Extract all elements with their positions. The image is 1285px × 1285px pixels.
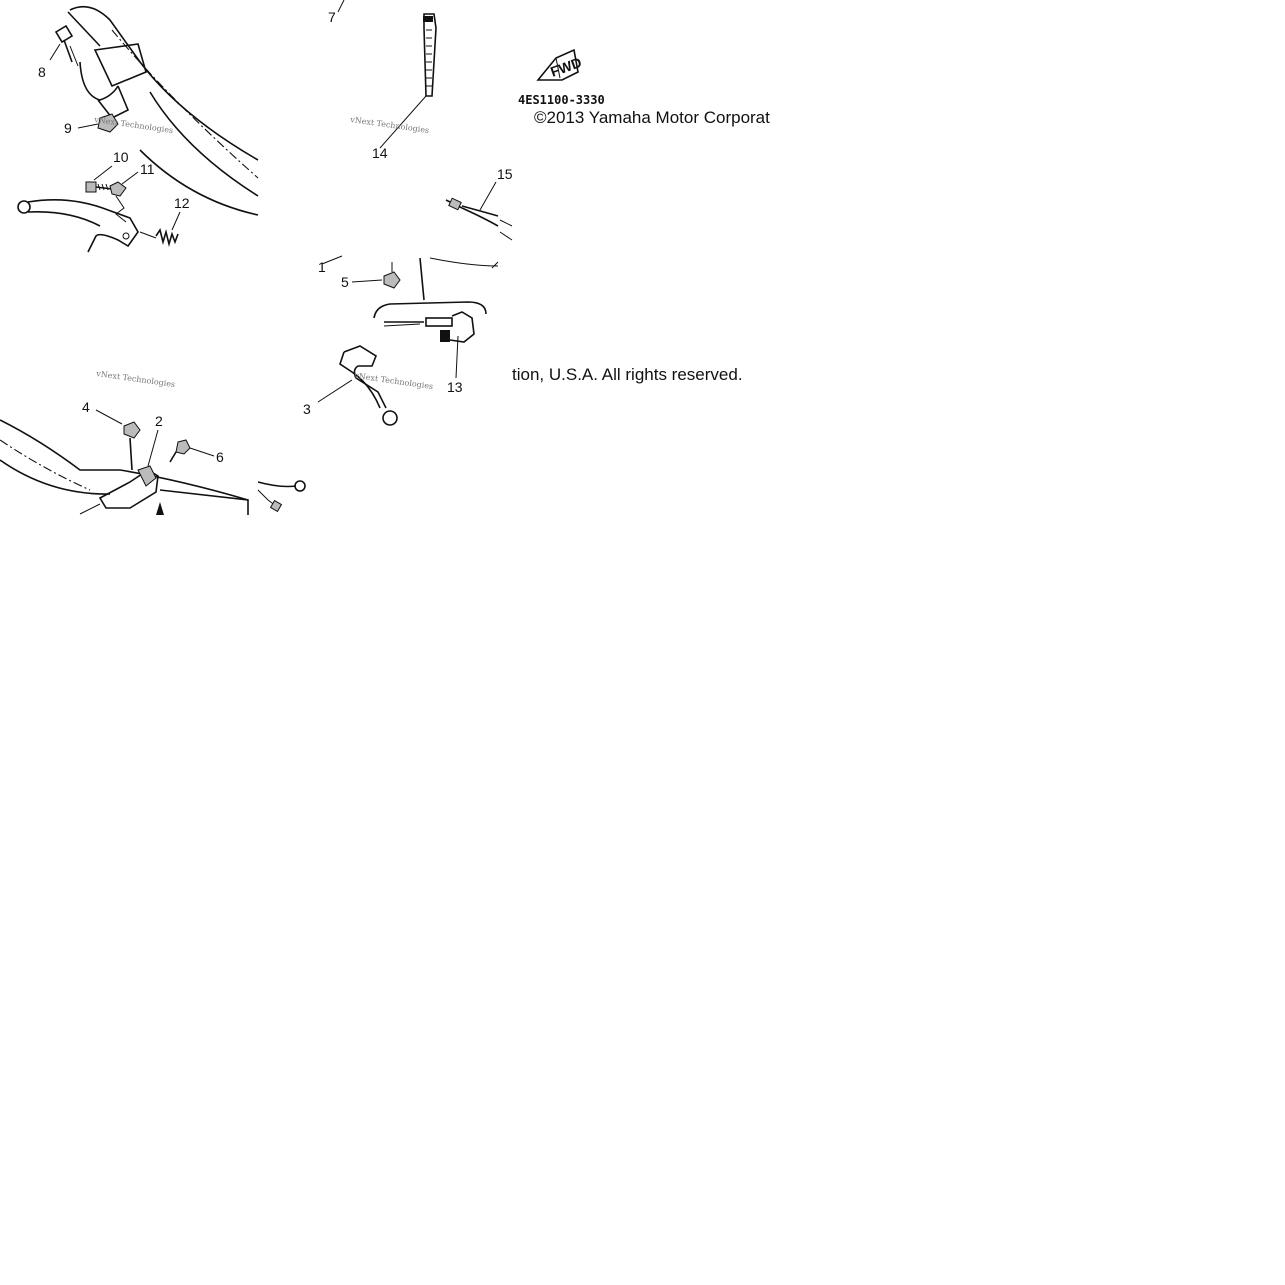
wire-harness-15 [445,181,513,241]
nut-5 [351,262,401,289]
bolt-4 [95,409,141,471]
callout-14: 14 [372,145,388,161]
callout-12: 12 [174,195,190,211]
callout-5: 5 [341,274,349,290]
top-middle-panel [317,0,513,426]
master-cylinder [79,43,147,120]
callouts: 1 2 3 4 5 6 7 8 9 10 11 12 13 14 15 [38,9,513,465]
clutch-lever-3 [317,345,398,426]
callout-3: 3 [303,401,311,417]
handlebar-left [0,419,249,515]
watermark-3: vNext Technologies [95,369,176,389]
callout-8: 8 [38,64,46,80]
nut-11 [109,171,139,223]
watermark-4: vNext Technologies [353,371,434,391]
callout-4: 4 [82,399,90,415]
fwd-label: FWD [548,54,583,80]
callout-11: 11 [140,161,155,177]
brake-lever [17,198,139,253]
copyright-line-2: tion, U.S.A. All rights reserved. [512,365,743,384]
handlebar-right [67,5,259,216]
nut-9 [77,113,119,133]
cable-tie-14 [379,13,437,149]
callout-2: 2 [155,413,163,429]
part-number: 4ES1100-3330 [518,93,605,107]
bottom-left-panel [0,409,306,515]
watermark-1: vNext Technologies [93,115,174,135]
copyright-line-1: ©2013 Yamaha Motor Corporat [534,108,770,127]
callout-15: 15 [497,166,513,182]
switch-assembly-brace [373,257,487,319]
callout-6: 6 [216,449,224,465]
callout-13: 13 [447,379,463,395]
fwd-arrow: FWD [536,48,584,81]
callout-1: 1 [318,259,326,275]
top-left-panel [17,5,259,253]
bolt-6 [169,439,215,463]
callout-7: 7 [328,9,336,25]
bolt-8 [49,24,79,67]
callout-9: 9 [64,120,72,136]
spring-12 [139,211,181,248]
handlebar-switch-13 [383,311,475,379]
pivot-bolt-10 [85,165,113,193]
cable-end [257,480,306,513]
watermark-2: vNext Technologies [349,115,430,135]
callout-10: 10 [113,149,129,165]
clutch-bracket-2 [79,429,164,515]
